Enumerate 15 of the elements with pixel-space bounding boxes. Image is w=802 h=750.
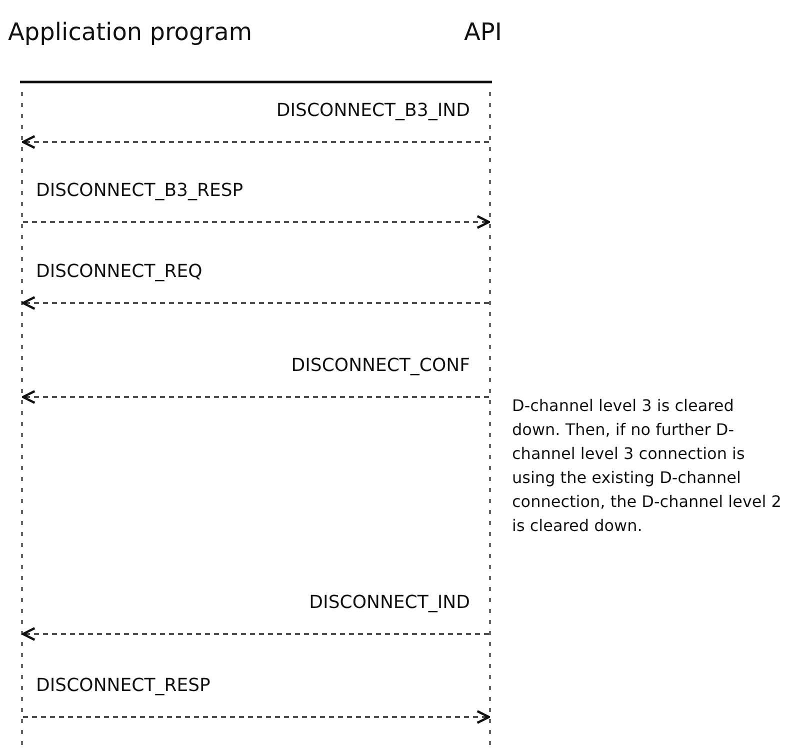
- message-arrow: [22, 627, 489, 641]
- message-arrow: [22, 390, 489, 404]
- note-text: D-channel level 3 is cleared down. Then, if no further D-channel level 3 connection is using the existing D-channel connection, the D-channel level 2 is cleared down.: [512, 395, 782, 537]
- lifeline-heading: Application program: [8, 18, 252, 46]
- message-arrow: [23, 710, 490, 724]
- message-arrow: [22, 135, 489, 149]
- message-label: DISCONNECT_IND: [309, 592, 470, 614]
- message-label: DISCONNECT_RESP: [36, 675, 210, 697]
- message-label: DISCONNECT_CONF: [291, 355, 470, 377]
- message-label: DISCONNECT_B3_RESP: [36, 180, 244, 202]
- message-arrow: [22, 296, 489, 310]
- message-label: DISCONNECT_B3_IND: [276, 100, 470, 122]
- message-arrow: [23, 215, 490, 229]
- lifeline-heading: API: [464, 18, 502, 46]
- message-label: DISCONNECT_REQ: [36, 261, 202, 283]
